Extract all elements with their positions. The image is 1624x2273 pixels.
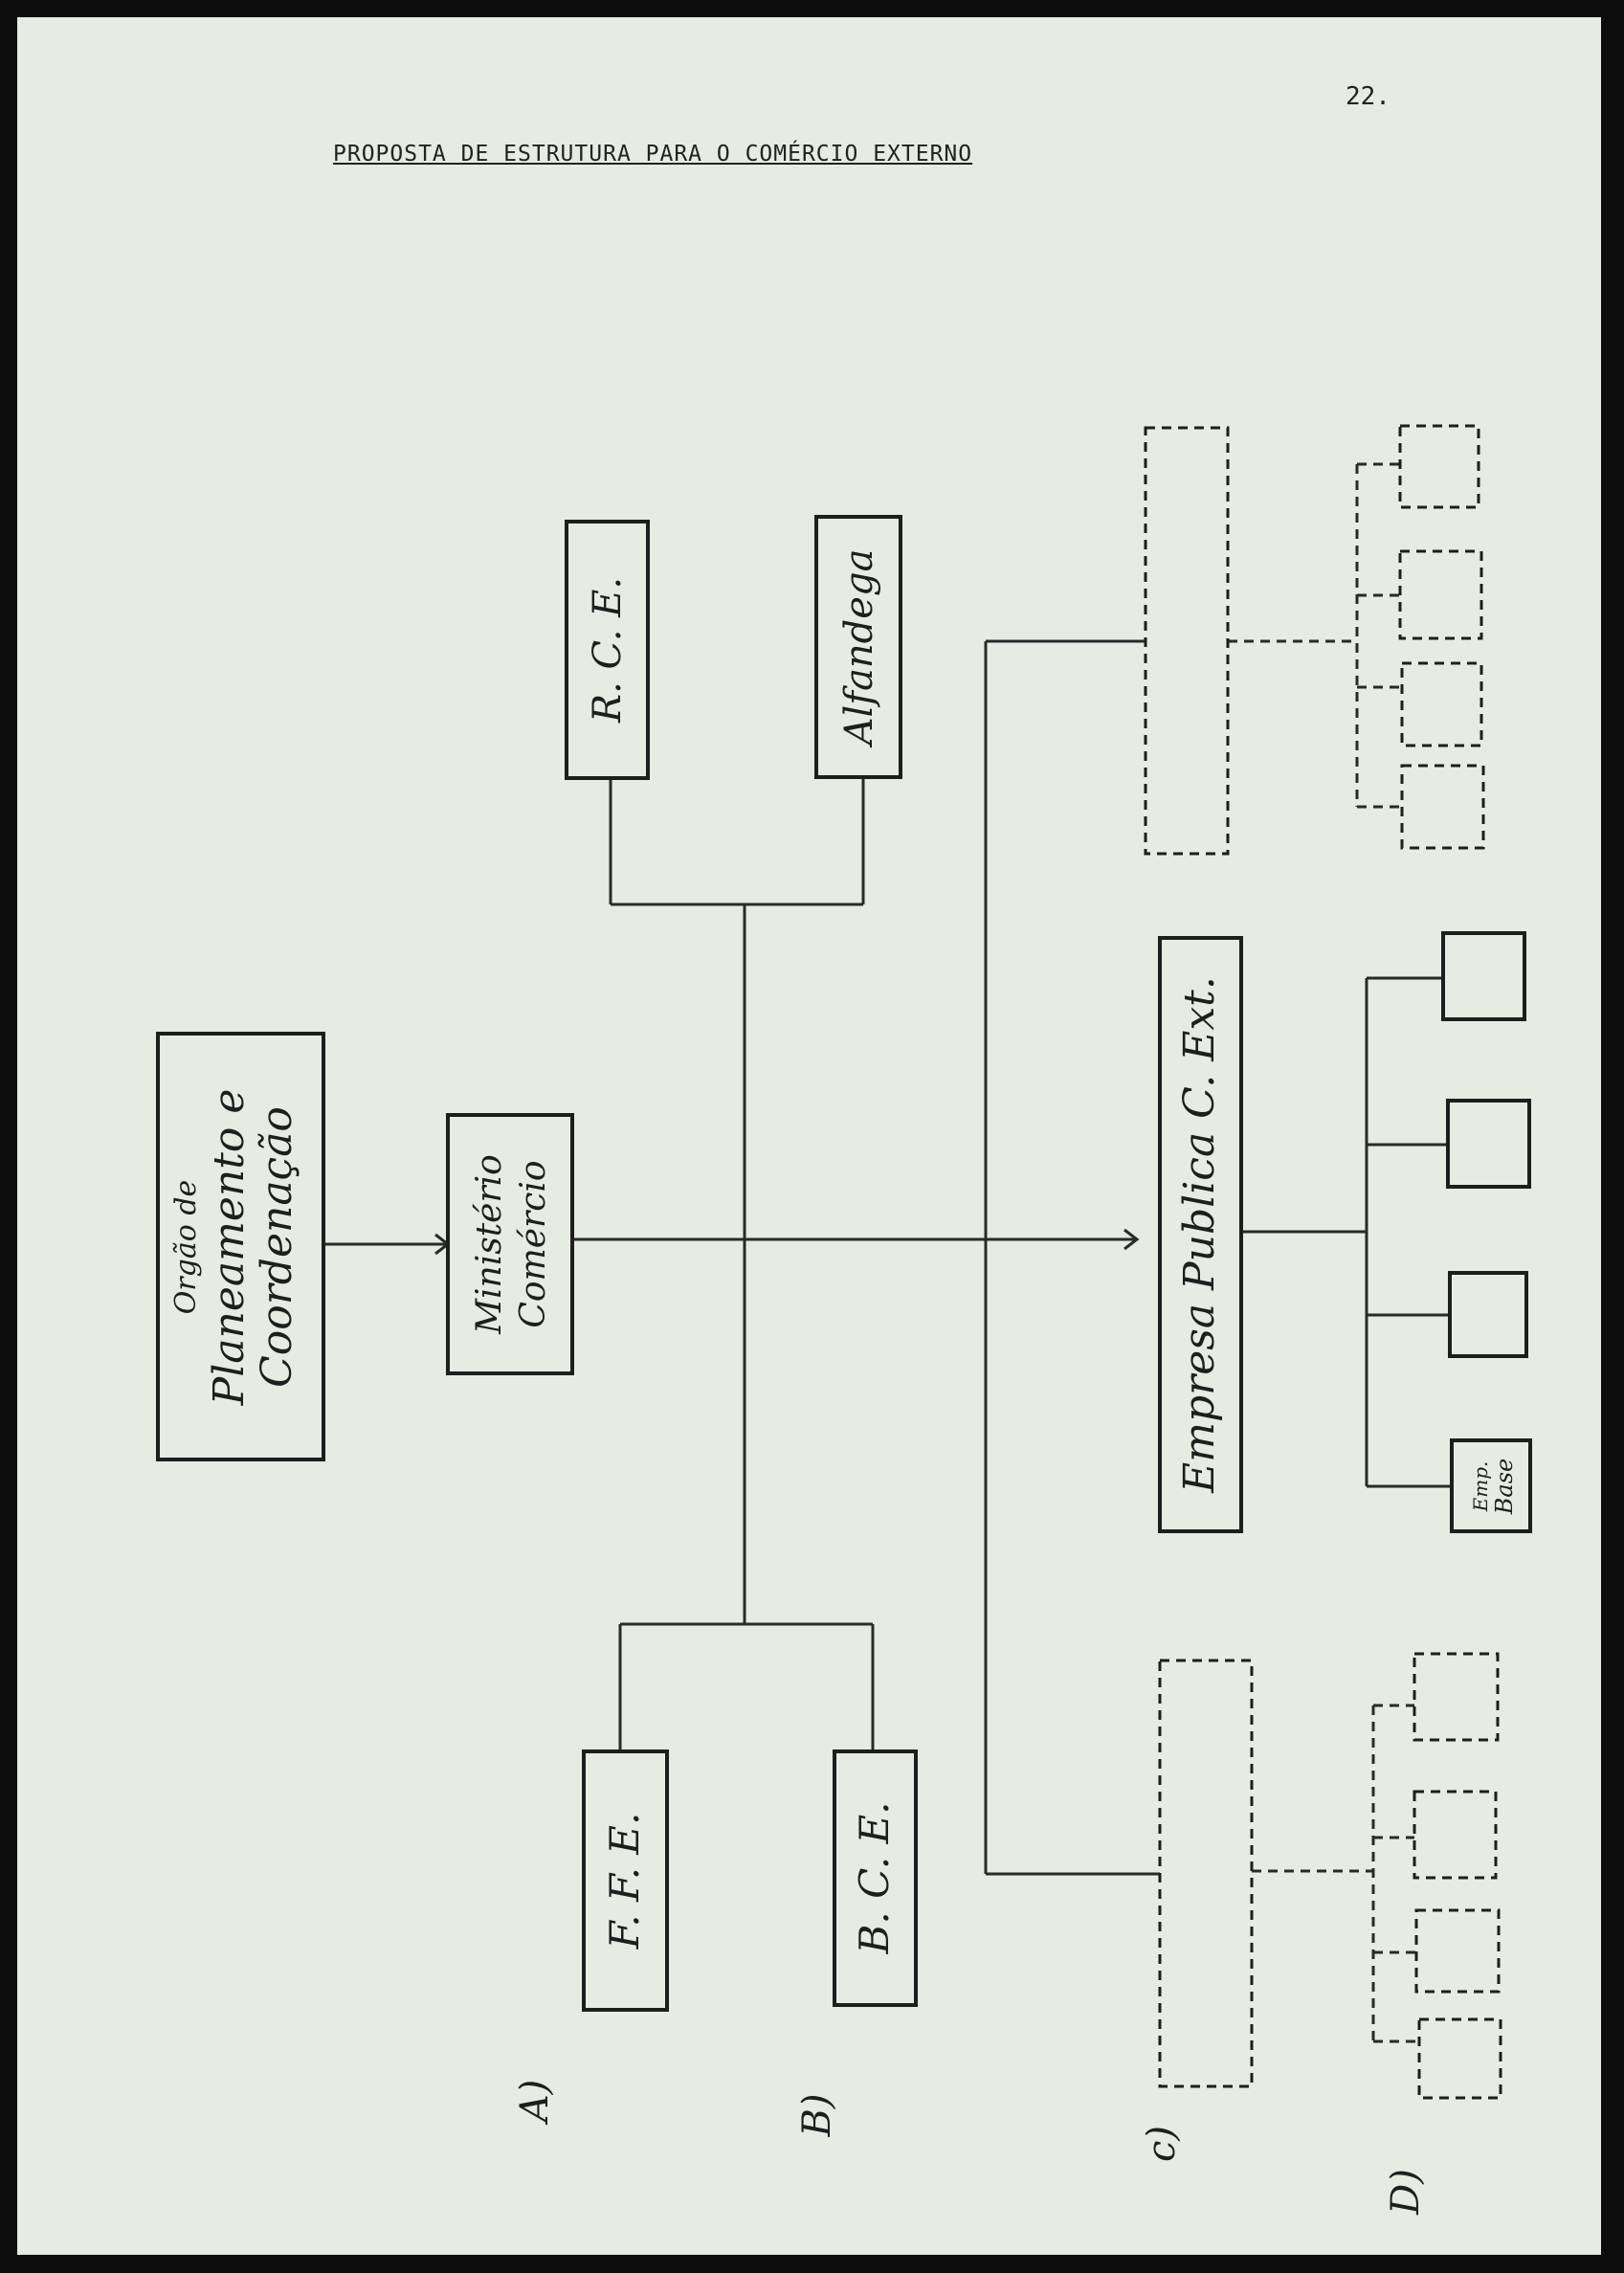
- ffe-node: F. F. E.: [582, 1749, 669, 2012]
- alfandega-node: Alfandega: [814, 515, 902, 779]
- rce-node: R. C. E.: [565, 520, 650, 780]
- ministry-node: Ministério Comércio: [446, 1113, 574, 1375]
- planning-label-3: Coordenação: [253, 1106, 301, 1388]
- emp-base-node: Emp. Base: [1450, 1438, 1532, 1533]
- marker-b: B): [795, 2094, 839, 2138]
- page-number: 22.: [1346, 82, 1390, 111]
- planning-node: Orgão de Planeamento e Coordenação: [156, 1032, 325, 1461]
- planning-label-2: Planeamento e: [205, 1089, 254, 1407]
- ministry-label-1: Ministério: [470, 1154, 509, 1335]
- bce-node: B. C. E.: [833, 1749, 918, 2007]
- page-title: PROPOSTA DE ESTRUTURA PARA O COMÉRCIO EX…: [333, 142, 973, 167]
- row-markers: A) B) c) D): [513, 2080, 1428, 2216]
- ffe-label: F. F. E.: [601, 1813, 648, 1950]
- empresa-subsidiary-boxes: Emp. Base: [1441, 931, 1532, 1533]
- empresa-node: Empresa Publica C. Ext.: [1158, 936, 1243, 1533]
- marker-c: c): [1140, 2126, 1184, 2162]
- marker-a: A): [513, 2080, 557, 2127]
- planning-label-1: Orgão de: [169, 1180, 203, 1315]
- empresa-label: Empresa Publica C. Ext.: [1175, 976, 1224, 1494]
- connector-lines: [323, 462, 1452, 2043]
- dashed-bottom-branch: [1158, 1652, 1502, 2100]
- emp-base-label-2: Base: [1491, 1459, 1518, 1515]
- ministry-label-2: Comércio: [514, 1160, 553, 1327]
- rce-label: R. C. E.: [586, 577, 630, 724]
- alfandega-label: Alfandega: [837, 549, 881, 749]
- document-page: 22. PROPOSTA DE ESTRUTURA PARA O COMÉRCI…: [17, 17, 1601, 2255]
- marker-d: D): [1384, 2169, 1428, 2216]
- emp-base-label-1: Emp.: [1469, 1461, 1492, 1513]
- dashed-top-branch: [1144, 424, 1485, 856]
- bce-label: B. C. E.: [851, 1802, 898, 1955]
